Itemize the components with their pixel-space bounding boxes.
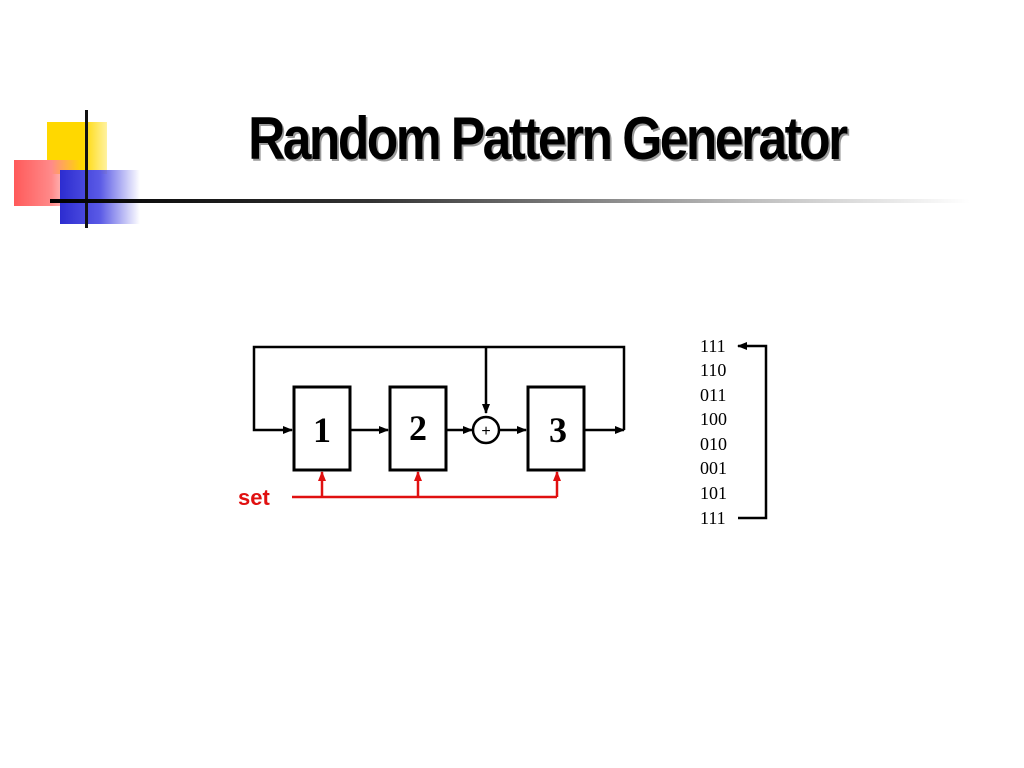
sequence-item: 111	[700, 336, 726, 356]
decor-blue-square	[60, 170, 140, 224]
xor-symbol: +	[481, 423, 490, 440]
sequence-item: 110	[700, 360, 726, 380]
sequence-loop-arrow	[737, 342, 768, 520]
register-1-label: 1	[313, 410, 331, 450]
slide-title: Random Pattern Generator	[248, 105, 848, 172]
sequence-item: 001	[700, 458, 727, 478]
set-label: set	[238, 485, 270, 510]
xor-gate: +	[471, 415, 501, 445]
title-underline	[50, 199, 970, 203]
register-1: 1	[292, 385, 352, 472]
register-3-label: 3	[549, 410, 567, 450]
set-line	[292, 471, 561, 499]
feedback-loop	[252, 345, 626, 434]
sequence-item: 010	[700, 434, 727, 454]
register-3: 3	[526, 385, 586, 472]
sequence-item: 011	[700, 385, 726, 405]
sequence-item: 101	[700, 483, 727, 503]
register-2-label: 2	[409, 408, 427, 448]
register-2: 2	[388, 385, 448, 472]
decor-vertical-line	[85, 110, 88, 228]
sequence-item: 100	[700, 409, 727, 429]
state-sequence: 111 110 011 100 010 001 101 111	[700, 336, 727, 528]
sequence-item: 111	[700, 508, 726, 528]
